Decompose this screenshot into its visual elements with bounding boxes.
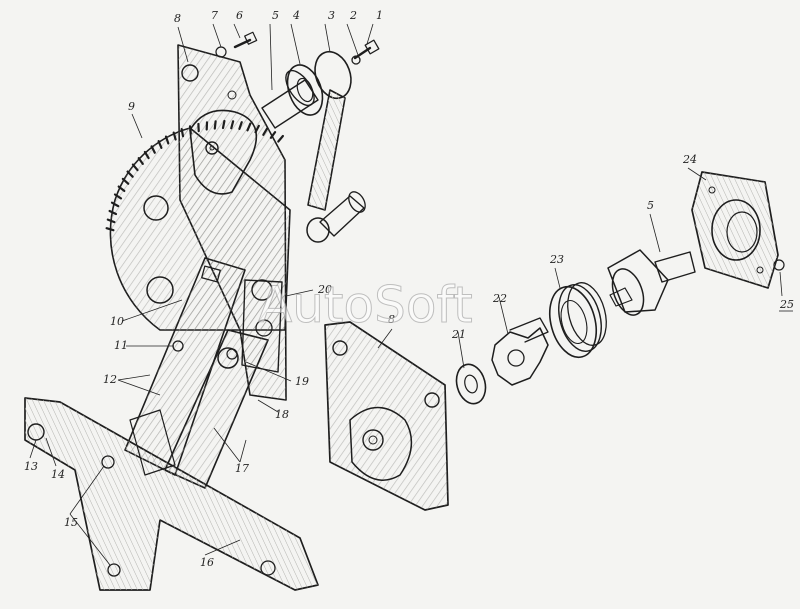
callout-number: 21: [451, 328, 466, 341]
leader-line: [69, 513, 111, 566]
callout-number: 14: [51, 468, 65, 481]
callout-number: 7: [211, 9, 218, 22]
leader-line: [687, 167, 707, 181]
mounting-plate-right: [324, 321, 449, 511]
callout-number: 17: [235, 462, 249, 475]
callout-number: 6: [236, 9, 243, 22]
crank-handle: [306, 50, 366, 243]
leader-line: [498, 296, 509, 335]
leader-line: [233, 23, 241, 39]
gear-tooth: [164, 135, 170, 145]
leader-line: [245, 361, 292, 382]
callout-number: 5: [647, 199, 654, 212]
leader-line: [779, 271, 783, 297]
callout-number: 3: [328, 9, 335, 22]
housing-flange: [691, 171, 785, 289]
leader-line: [45, 437, 57, 467]
callout-number: 11: [114, 339, 128, 352]
leader-line: [377, 328, 393, 349]
small-fasteners-top: [215, 31, 380, 65]
leader-line: [29, 439, 37, 459]
callout-number: 4: [292, 9, 300, 22]
gear-tooth: [105, 227, 115, 232]
callout-number: 5: [272, 9, 279, 22]
leader-line: [257, 399, 279, 413]
callout-number: 25: [779, 298, 794, 311]
leader-line: [212, 23, 222, 48]
callout-number: 23: [549, 253, 564, 266]
callout-number: 19: [295, 375, 309, 388]
leader-line: [204, 539, 241, 556]
callout-number: 10: [110, 315, 124, 328]
gear-tooth: [221, 119, 226, 130]
leader-line: [131, 113, 143, 139]
callout-number: 20: [317, 283, 332, 296]
coil-spring: [548, 282, 607, 359]
callout-number: 16: [200, 556, 214, 569]
gear-tooth: [106, 218, 116, 224]
gear-tooth: [117, 185, 126, 192]
callout-number: 18: [275, 408, 289, 421]
washer-right: [455, 363, 487, 405]
gear-tooth: [143, 150, 150, 160]
gear-tooth: [269, 131, 277, 139]
leader-line: [239, 439, 247, 463]
gear-tooth: [213, 120, 217, 130]
callout-number: 22: [492, 292, 507, 305]
leader-line: [269, 23, 273, 91]
leader-line: [117, 379, 161, 396]
gear-tooth: [277, 134, 284, 143]
watermark: AutoSoft: [258, 276, 473, 334]
gear-tooth: [108, 209, 118, 216]
gear-tooth: [157, 140, 163, 149]
callout-number: 8: [174, 12, 181, 25]
bracket-and-bolts: [217, 279, 283, 373]
washer: [286, 64, 324, 116]
gear-tooth: [150, 145, 156, 154]
leader-line: [554, 267, 561, 289]
gear-tooth: [246, 122, 252, 132]
callout-number: 24: [682, 153, 697, 166]
gear-tooth: [180, 128, 185, 138]
gear-tooth: [126, 170, 134, 178]
leader-line: [213, 427, 241, 463]
cam-plate: [189, 109, 258, 195]
gear-tooth: [230, 120, 235, 130]
leader-line: [121, 299, 183, 322]
gear-tooth: [110, 201, 120, 208]
gear-tooth: [172, 131, 177, 141]
callout-number: 2: [349, 9, 357, 22]
callout-numbers: 1234567891011121314151617181920212223245…: [24, 9, 794, 569]
callout-number: 8: [388, 313, 395, 326]
gear-tooth: [113, 193, 123, 200]
leader-line: [366, 23, 374, 45]
callout-number: 1: [376, 9, 383, 22]
gear-tooth: [238, 121, 243, 130]
leader-line: [649, 213, 661, 253]
callout-number: 13: [24, 460, 38, 473]
gear-tooth: [262, 127, 269, 136]
leader-line: [457, 331, 465, 369]
leader-line: [324, 23, 331, 53]
gear-tooth: [137, 157, 144, 165]
callout-number: 15: [64, 516, 78, 529]
leader-line: [346, 23, 359, 56]
gear-tooth: [131, 163, 139, 172]
leader-line: [290, 23, 301, 65]
leader-line: [117, 374, 151, 381]
leader-line: [285, 289, 314, 297]
callout-number: 9: [128, 100, 135, 113]
leader-line: [177, 26, 189, 63]
leader-line: [69, 465, 105, 515]
callout-number: 12: [103, 373, 117, 386]
leader-lines: [29, 23, 783, 566]
drive-gear: [491, 317, 549, 386]
drum-shaft: [607, 249, 696, 316]
gear-tooth: [121, 177, 130, 185]
